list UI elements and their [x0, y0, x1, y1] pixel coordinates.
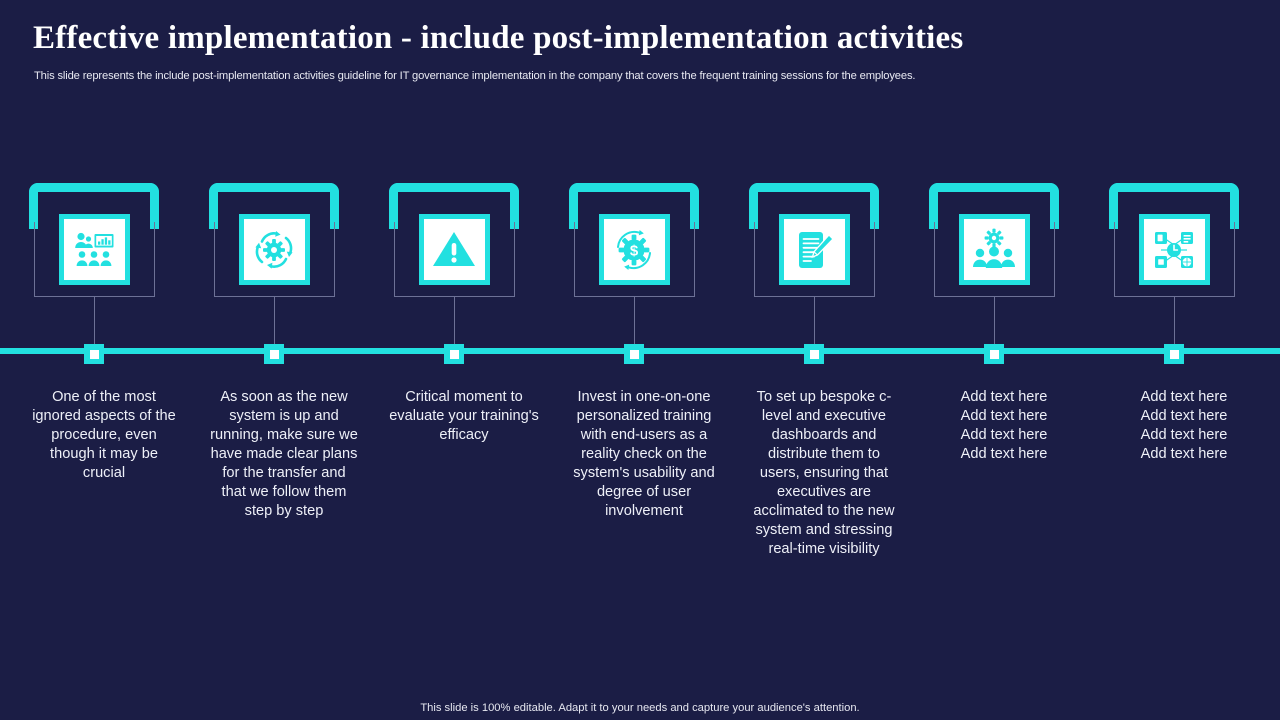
step-bracket: [929, 183, 1059, 229]
step-bracket: [1109, 183, 1239, 229]
step-bracket: [569, 183, 699, 229]
step-icon-tile[interactable]: [1138, 214, 1210, 285]
step-description-line: Add text here: [960, 446, 1048, 462]
warning-triangle-icon: [429, 225, 479, 275]
step-description: One of the most ignored aspects of the p…: [32, 389, 176, 481]
step-icon-tile[interactable]: [238, 214, 310, 285]
step-axis-marker[interactable]: [444, 344, 464, 364]
step-connector-line: [813, 297, 815, 352]
step-axis-marker[interactable]: [264, 344, 284, 364]
step-description-line: Add text here: [960, 389, 1048, 405]
step-description-line: Add text here: [1140, 389, 1228, 405]
dollar-gear-cycle-icon: $: [609, 225, 659, 275]
step-outline-box: [573, 222, 695, 297]
step-description: As soon as the new system is up and runn…: [210, 389, 358, 519]
step-description-line: Add text here: [1140, 427, 1228, 443]
step-description-line: Add text here: [960, 408, 1048, 424]
step-connector-line: [273, 297, 275, 352]
document-pen-icon: [789, 225, 839, 275]
step-icon-tile[interactable]: $: [598, 214, 670, 285]
step-outline-box: [33, 222, 155, 297]
step-description-line: Add text here: [960, 427, 1048, 443]
footer-note: This slide is 100% editable. Adapt it to…: [420, 702, 860, 714]
dashboard-grid-icon: [1149, 225, 1199, 275]
step-outline-box: [1113, 222, 1235, 297]
step-icon-tile[interactable]: [58, 214, 130, 285]
step-axis-marker[interactable]: [84, 344, 104, 364]
step-icon-tile[interactable]: [958, 214, 1030, 285]
step-description-line: Add text here: [1140, 408, 1228, 424]
step-outline-box: [393, 222, 515, 297]
step-connector-line: [993, 297, 995, 352]
svg-text:$: $: [630, 242, 639, 259]
step-description-line: Add text here: [1140, 446, 1228, 462]
step-outline-box: [753, 222, 875, 297]
step-description: Invest in one-on-one personalized traini…: [573, 389, 715, 519]
step-connector-line: [633, 297, 635, 352]
training-presentation-icon: [69, 225, 119, 275]
step-outline-box: [933, 222, 1055, 297]
step-axis-marker[interactable]: [984, 344, 1004, 364]
step-axis-marker[interactable]: [1164, 344, 1184, 364]
gear-cycle-icon: [249, 225, 299, 275]
step-axis-marker[interactable]: [804, 344, 824, 364]
step-connector-line: [453, 297, 455, 352]
step-connector-line: [1173, 297, 1175, 352]
step-icon-tile[interactable]: [418, 214, 490, 285]
step-description: To set up bespoke c-level and executive …: [753, 389, 895, 557]
page-title: Effective implementation - include post-…: [33, 20, 964, 56]
page-subtitle: This slide represents the include post-i…: [34, 70, 916, 82]
step-axis-marker[interactable]: [624, 344, 644, 364]
step-bracket: [209, 183, 339, 229]
step-description: Critical moment to evaluate your trainin…: [389, 389, 539, 443]
team-gear-icon: [969, 225, 1019, 275]
step-bracket: [749, 183, 879, 229]
step-bracket: [389, 183, 519, 229]
step-outline-box: [213, 222, 335, 297]
step-bracket: [29, 183, 159, 229]
step-connector-line: [93, 297, 95, 352]
step-icon-tile[interactable]: [778, 214, 850, 285]
